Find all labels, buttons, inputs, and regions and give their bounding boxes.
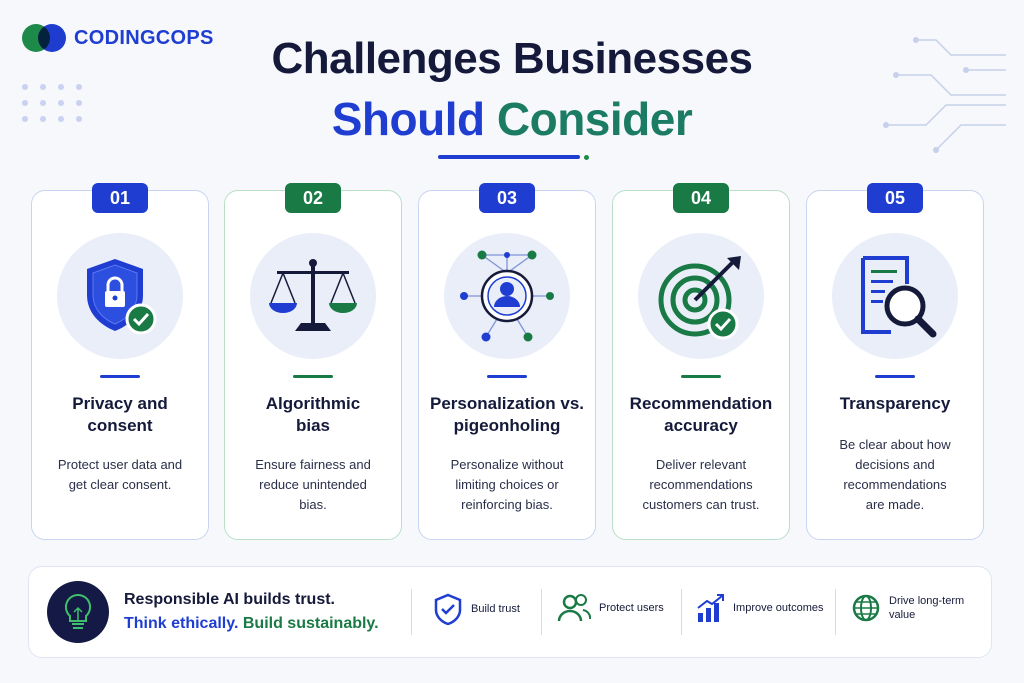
logo-mark-icon <box>22 24 66 52</box>
feature-build-trust: Build trust <box>433 593 520 625</box>
card-description: Deliver relevant recommendations custome… <box>642 457 760 512</box>
card-divider <box>293 375 333 378</box>
feature-improve-outcomes: Improve outcomes <box>695 593 823 623</box>
feature-label: Protect users <box>599 602 664 614</box>
card-accuracy: 04 Recommendation accuracy Deliver relev… <box>612 183 790 540</box>
globe-icon <box>852 594 880 622</box>
footer-tagline: Think ethically. Build sustainably. <box>124 615 379 633</box>
card-title: Privacy and consent <box>72 394 168 435</box>
card-title: Transparency <box>839 394 951 413</box>
footer-divider <box>541 589 542 635</box>
document-search-icon <box>832 233 958 359</box>
decorative-dots <box>22 84 84 122</box>
title-word-should: Should <box>331 93 485 145</box>
card-divider <box>487 375 527 378</box>
user-network-icon <box>444 233 570 359</box>
card-number: 03 <box>479 183 535 213</box>
card-title: Personalization vs. pigeonholing <box>430 394 584 435</box>
card-divider <box>100 375 140 378</box>
circuit-decoration-icon <box>883 37 1006 153</box>
page-title-line1: Challenges Businesses <box>271 34 753 83</box>
card-description: Be clear about how decisions and recomme… <box>839 437 951 512</box>
card-divider <box>875 375 915 378</box>
tagline-part2: Build sustainably. <box>242 615 379 632</box>
card-number: 02 <box>285 183 341 213</box>
target-icon <box>638 233 764 359</box>
footer-divider <box>411 589 412 635</box>
card-transparency: 05 Transparency Be clear about how decis… <box>806 183 984 540</box>
card-description: Ensure fairness and reduce unintended bi… <box>255 457 371 512</box>
title-underline-dot <box>584 155 589 160</box>
feature-long-term-value: Drive long-term value <box>851 593 979 623</box>
feature-label: Drive long-term value <box>889 595 965 621</box>
footer-divider <box>681 589 682 635</box>
brand-logo: CODINGCOPS <box>22 24 214 52</box>
card-privacy: 01 Privacy and consent Protect user data… <box>31 183 209 540</box>
card-number: 04 <box>673 183 729 213</box>
brand-name: CODINGCOPS <box>74 26 214 49</box>
card-description: Personalize without limiting choices or … <box>450 457 564 512</box>
scales-icon <box>250 233 376 359</box>
feature-protect-users: Protect users <box>557 593 664 623</box>
footer-banner: Responsible AI builds trust. Think ethic… <box>28 566 992 658</box>
card-description: Protect user data and get clear consent. <box>57 457 183 492</box>
users-icon <box>557 594 591 622</box>
feature-label: Improve outcomes <box>733 602 824 614</box>
card-divider <box>681 375 721 378</box>
tagline-part1: Think ethically. <box>124 615 239 632</box>
footer-divider <box>835 589 836 635</box>
footer-headline: Responsible AI builds trust. <box>124 591 335 608</box>
card-title: Recommendation accuracy <box>629 394 773 435</box>
feature-label: Build trust <box>471 603 520 615</box>
title-word-consider: Consider <box>496 93 693 145</box>
title-underline <box>438 155 580 159</box>
card-title: Algorithmic bias <box>265 394 361 435</box>
card-personalization: 03 Personalization vs. pigeonholing Pers… <box>418 183 596 540</box>
card-number: 01 <box>92 183 148 213</box>
card-number: 05 <box>867 183 923 213</box>
card-bias: 02 Algorithmic bias Ensure fairness and … <box>224 183 402 540</box>
page-title-line2: Should Consider <box>0 92 1024 146</box>
growth-chart-icon <box>697 594 724 622</box>
lightbulb-icon <box>47 581 109 643</box>
shield-check-icon <box>434 593 462 625</box>
shield-lock-icon <box>57 233 183 359</box>
